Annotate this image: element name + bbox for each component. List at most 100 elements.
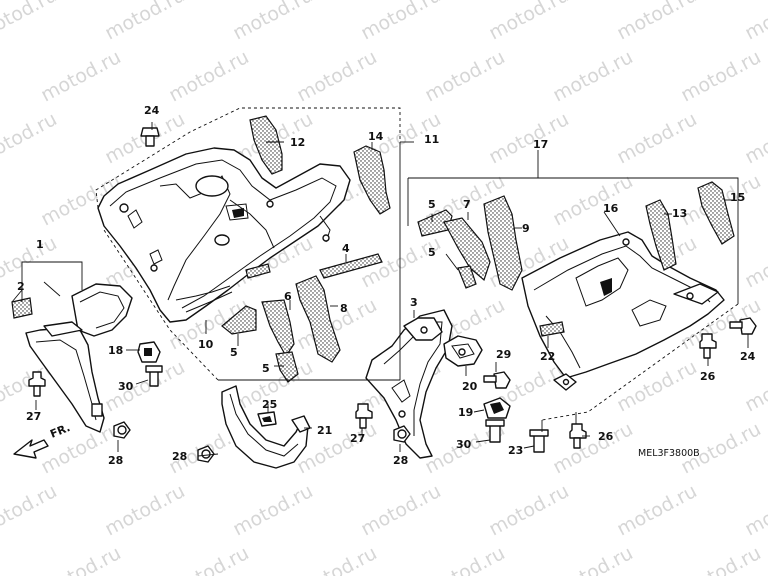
seal-part-5-a [221,305,257,335]
washer-part-25 [257,411,277,427]
callout-label-25: 25 [262,398,277,411]
watermark-text: motod.ru [613,480,700,540]
callout-label-28: 28 [108,454,123,467]
callout-label-17: 17 [533,138,548,151]
watermark-text: motod.ru [421,542,508,576]
seal-part-13 [645,199,677,271]
watermark-text: motod.ru [165,542,252,576]
callout-label-6: 6 [284,290,292,303]
bracket-part-20 [443,335,483,367]
callout-label-2: 2 [17,280,25,293]
watermark-text: motod.ru [101,480,188,540]
bolt-part-23 [529,429,549,453]
seal-part-6 [261,299,295,358]
seal-part-7 [443,217,491,282]
seal-part-4 [319,253,383,279]
watermark-text: motod.ru [485,480,572,540]
side-cover-part-3 [365,309,453,459]
watermark-text: motod.ru [357,0,444,44]
callout-label-26: 26 [598,430,614,443]
callout-label-10: 10 [198,338,214,351]
diagram-code: MEL3F3800B [638,448,700,459]
callout-label-23: 23 [508,444,523,457]
seal-part-2 [11,297,33,319]
watermark-text: motod.ru [0,0,61,44]
watermark-text: motod.ru [229,480,316,540]
watermark-text: motod.ru [101,356,188,416]
watermark-text: motod.ru [613,108,700,168]
callout-label-24: 24 [144,104,160,117]
callout-label-19: 19 [458,406,473,419]
callout-label-21: 21 [317,424,332,437]
seal-part-9 [483,195,523,291]
callout-label-16: 16 [603,202,619,215]
clip-part-27-left [28,371,46,397]
watermark-text: motod.ru [37,46,124,106]
seal-part-5-b [275,351,299,383]
seal-part-14 [353,145,391,215]
inner-cover-part-10 [97,147,351,323]
bolt-part-24-right [729,317,757,335]
clip-part-27-mid [355,403,373,429]
callout-label-11: 11 [424,133,439,146]
seal-part-5-d [457,265,477,289]
seal-part-12 [249,115,283,175]
callout-label-27: 27 [26,410,41,423]
callout-label-29: 29 [496,348,511,361]
callout-label-30: 30 [456,438,472,451]
callout-label-4: 4 [342,242,350,255]
watermark-text: motod.ru [293,542,380,576]
callout-label-12: 12 [290,136,305,149]
watermark-text: motod.ru [549,418,636,478]
leader-lines [11,107,749,457]
lower-cover-part-16 [521,231,725,391]
watermark-text: motod.ru [741,232,768,292]
clip-part-26-b [569,423,587,449]
callout-label-27: 27 [350,432,365,445]
watermark-text: motod.ru [421,46,508,106]
callout-label-3: 3 [410,296,418,309]
watermark-text: motod.ru [741,356,768,416]
watermark-text: motod.ru [485,0,572,44]
clip-part-26-a [699,333,717,359]
callout-label-13: 13 [672,207,687,220]
callout-label-14: 14 [368,130,384,143]
screw-part-28-mid [393,425,411,443]
watermark-text: motod.ru [741,480,768,540]
grommet-part-18 [137,341,161,363]
callout-label-7: 7 [463,198,471,211]
callout-label-22: 22 [540,350,555,363]
watermark-text: motod.ru [293,46,380,106]
watermark-text: motod.ru [0,108,61,168]
watermark-text: motod.ru [229,0,316,44]
callout-label-5: 5 [428,198,436,211]
callout-label-20: 20 [462,380,478,393]
callout-label-5: 5 [262,362,270,375]
seal-part-22 [539,321,565,337]
callout-labels: 1234555567891011121314151617181920212223… [17,104,756,467]
callout-label-5: 5 [428,246,436,259]
callout-label-9: 9 [522,222,530,235]
bolt-part-30-left [145,365,163,387]
callout-label-18: 18 [108,344,123,357]
watermark-text: motod.ru [37,542,124,576]
bolt-part-30-mid [485,419,505,443]
grommet-part-19 [483,397,511,419]
watermark-text: motod.ru [613,356,700,416]
callout-label-30: 30 [118,380,134,393]
bolt-part-24-top [140,127,160,147]
callout-label-15: 15 [730,191,745,204]
seal-part-4-small [245,263,271,279]
watermark-text: motod.ru [613,0,700,44]
callout-label-28: 28 [393,454,408,467]
side-cover-part-1 [25,283,133,433]
watermark-text: motod.ru [357,480,444,540]
watermark-text: motod.ru [741,108,768,168]
watermark-text: motod.ru [549,170,636,230]
watermark-text: motod.ru [101,0,188,44]
watermark-text: motod.ru [485,108,572,168]
watermark-text: motod.ru [677,46,764,106]
callout-label-1: 1 [36,238,44,251]
